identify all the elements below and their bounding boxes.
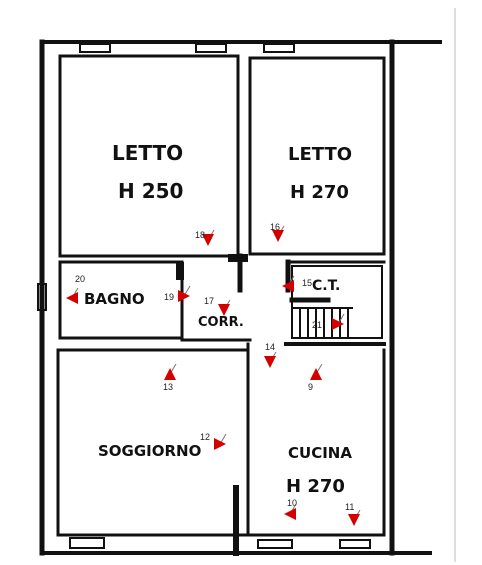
marker-arrow-icon xyxy=(202,234,214,246)
marker-number: 21 xyxy=(312,320,322,330)
marker-number: 16 xyxy=(270,222,280,232)
marker-number: 19 xyxy=(164,292,174,302)
marker-arrow-icon xyxy=(66,292,78,304)
room-name-bagno: BAGNO xyxy=(84,290,145,308)
marker-number: 17 xyxy=(204,296,214,306)
marker-13[interactable]: 13 xyxy=(163,363,177,392)
marker-10[interactable]: 10 xyxy=(284,498,297,520)
marker-arrow-icon xyxy=(332,318,344,330)
marker-arrow-icon xyxy=(348,514,360,526)
marker-arrow-icon xyxy=(272,230,284,242)
marker-11[interactable]: 11 xyxy=(345,502,361,526)
marker-number: 11 xyxy=(345,502,354,512)
marker-arrow-icon xyxy=(164,368,176,380)
marker-18[interactable]: 18 xyxy=(195,229,215,246)
marker-number: 14 xyxy=(265,342,275,352)
marker-arrow-icon xyxy=(284,508,296,520)
marker-arrow-icon xyxy=(178,290,190,302)
marker-9[interactable]: 9 xyxy=(308,363,323,392)
room-name-cucina: CUCINA xyxy=(288,444,352,462)
room-name-letto-2: LETTO xyxy=(288,144,352,165)
marker-number: 20 xyxy=(75,274,85,284)
marker-number: 13 xyxy=(163,382,173,392)
marker-arrow-icon xyxy=(214,438,226,450)
viewpoint-markers: 9 10 11 12 13 14 15 16 17 18 19 20 21 xyxy=(66,222,361,526)
marker-number: 10 xyxy=(287,498,297,508)
marker-19[interactable]: 19 xyxy=(164,285,191,302)
room-labels: LETTO H 250 LETTO H 270 BAGNO CORR. C.T.… xyxy=(84,141,352,497)
room-name-soggiorno: SOGGIORNO xyxy=(98,442,201,460)
marker-15[interactable]: 15 xyxy=(282,275,312,292)
marker-12[interactable]: 12 xyxy=(200,432,227,450)
marker-arrow-icon xyxy=(310,368,322,380)
marker-arrow-icon xyxy=(282,280,294,292)
marker-17[interactable]: 17 xyxy=(204,296,231,316)
marker-arrow-icon xyxy=(218,304,230,316)
room-name-corr: CORR. xyxy=(198,315,244,330)
marker-number: 18 xyxy=(195,230,205,240)
marker-20[interactable]: 20 xyxy=(66,274,85,304)
room-height-letto-1: H 250 xyxy=(118,179,183,203)
marker-number: 12 xyxy=(200,432,210,442)
room-name-letto-1: LETTO xyxy=(112,141,183,165)
marker-14[interactable]: 14 xyxy=(264,342,277,368)
marker-arrow-icon xyxy=(264,356,276,368)
marker-21[interactable]: 21 xyxy=(312,313,345,330)
room-height-cucina: H 270 xyxy=(286,476,345,497)
room-height-letto-2: H 270 xyxy=(290,182,349,203)
marker-number: 9 xyxy=(308,382,313,392)
room-name-ct: C.T. xyxy=(312,278,340,294)
marker-16[interactable]: 16 xyxy=(270,222,285,242)
marker-number: 15 xyxy=(302,278,312,288)
